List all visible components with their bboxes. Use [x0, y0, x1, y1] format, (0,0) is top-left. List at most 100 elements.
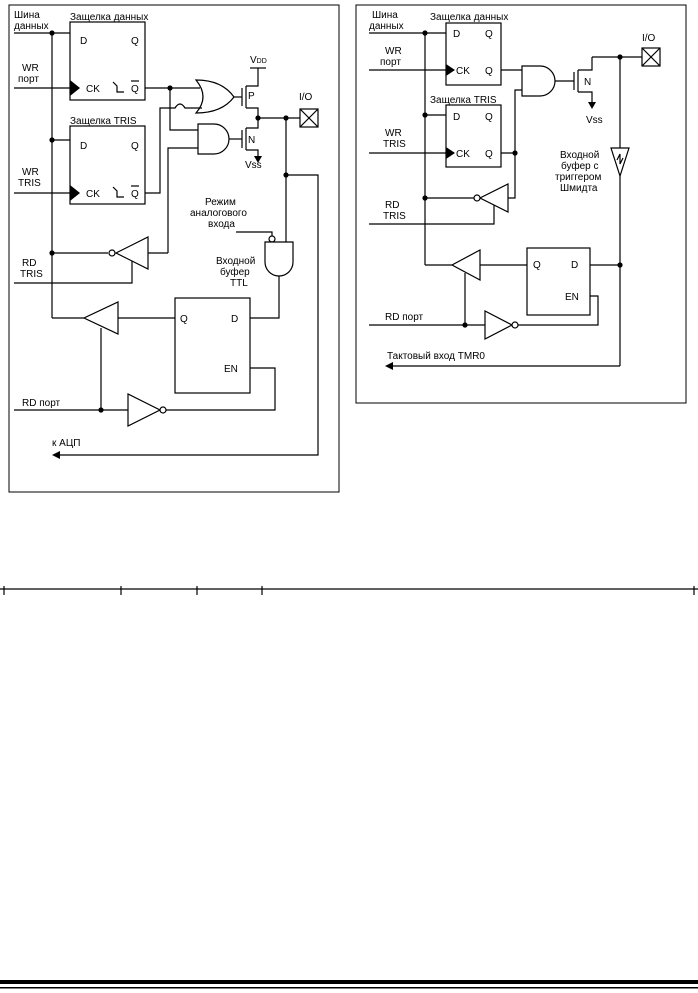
left-rd-tris-label-2: TRIS: [20, 269, 43, 280]
left-data-latch-edge-icon: [112, 81, 124, 93]
left-input-latch-d: D: [231, 314, 238, 325]
left-tris-latch-title: Защелка TRIS: [70, 116, 137, 127]
left-input-latch-q: Q: [180, 314, 188, 325]
left-pmos-drain: [246, 68, 259, 87]
right-tris-latch-q: Q: [485, 112, 493, 123]
left-tris-q-to-and: [167, 147, 198, 253]
left-analog-mode-label-3: входа: [208, 219, 235, 230]
left-tris-latch-qbar: Q: [131, 189, 139, 200]
left-rd-tris-bubble: [108, 249, 116, 257]
left-nmos-drain: [246, 118, 259, 129]
right-tris-latch-clock-triangle: [446, 147, 455, 159]
right-schmitt-label-1: Входной: [560, 150, 599, 161]
left-data-latch-d: D: [80, 36, 87, 47]
left-vdd-label: VDD: [250, 55, 267, 66]
right-data-latch-title: Защелка данных: [430, 12, 508, 23]
right-rd-tris-label-1: RD: [385, 200, 399, 211]
right-rd-port-inverter-bubble: [511, 321, 519, 329]
left-input-latch-en: EN: [224, 364, 238, 375]
right-rd-tris-enable-wire: [369, 205, 495, 225]
right-data-latch-d: D: [453, 29, 460, 40]
left-analog-mode-bubble: [268, 235, 276, 243]
right-data-latch-clock-triangle: [446, 64, 455, 76]
left-data-latch-q: Q: [131, 36, 139, 47]
right-tmr0-arrow-icon: [385, 362, 393, 370]
right-input-latch-d: D: [571, 260, 578, 271]
left-pmos-label: P: [248, 91, 255, 102]
left-tris-q-to-or: [145, 103, 202, 194]
right-data-bus-label-2: данных: [369, 21, 404, 32]
left-tris-latch-ck: CK: [86, 189, 100, 200]
right-input-latch: [526, 247, 591, 316]
right-tris-q-to-rd-tris: [508, 153, 516, 199]
left-rd-port-inverter: [127, 393, 162, 427]
right-rd-port-inverter: [484, 310, 514, 340]
left-qbar-to-and: [169, 88, 198, 131]
right-input-latch-q: Q: [533, 260, 541, 271]
left-nmos-source: [246, 149, 259, 158]
right-data-latch-q: Q: [485, 29, 493, 40]
left-data-latch-title: Защелка данных: [70, 12, 148, 23]
right-tris-latch-d: D: [453, 112, 460, 123]
right-wr-tris-label-1: WR: [385, 128, 402, 139]
right-nmos-source: [578, 91, 593, 104]
right-diagram: Шина данных Защелка данных Защелка TRIS …: [355, 4, 687, 404]
right-tris-q-to-and: [501, 89, 522, 154]
right-data-latch-ck: CK: [456, 66, 470, 77]
left-analog-mode-wire: [236, 231, 273, 236]
left-or-gate: [194, 79, 235, 114]
right-rd-tris-label-2: TRIS: [383, 211, 406, 222]
left-and-gate: [197, 123, 230, 155]
left-io-label: I/O: [299, 92, 313, 103]
right-vss-label: Vss: [586, 115, 603, 126]
right-io-label: I/O: [642, 33, 656, 44]
left-analog-mode-label-1: Режим: [205, 197, 236, 208]
left-tris-latch-d: D: [80, 141, 87, 152]
right-nmos-drain: [578, 57, 593, 71]
right-rd-tris-bubble: [473, 194, 481, 202]
right-and-gate: [521, 65, 556, 97]
left-data-latch-clock-triangle: [70, 80, 80, 96]
left-data-latch-ck: CK: [86, 84, 100, 95]
footer-rule-thin: [0, 987, 698, 989]
right-wr-port-label-2: порт: [380, 57, 401, 68]
left-bus-junction-2: [49, 137, 55, 143]
left-data-buffer: [82, 301, 119, 335]
left-frame: [8, 4, 340, 493]
right-schmitt-label-4: Шмидта: [560, 183, 598, 194]
right-input-latch-en: EN: [565, 292, 579, 303]
left-wr-port-label-2: порт: [18, 74, 39, 85]
left-data-bus-label-1: Шина: [14, 10, 40, 21]
right-tris-latch-q2: Q: [485, 149, 493, 160]
left-wr-tris-label-1: WR: [22, 167, 39, 178]
footer-rule-thick: [0, 980, 698, 984]
left-wr-port-label-1: WR: [22, 63, 39, 74]
right-tris-latch-title: Защелка TRIS: [430, 95, 497, 106]
left-rd-tris-enable-wire: [14, 261, 133, 284]
left-diagram: Шина данных Защелка данных Защелка TRIS …: [8, 4, 340, 493]
left-rd-port-to-en: [166, 367, 276, 411]
right-data-latch: [445, 22, 502, 86]
right-schmitt-symbol-icon: [616, 153, 624, 165]
left-vss-label: Vss: [245, 160, 262, 171]
left-to-adc-label: к АЦП: [52, 438, 80, 449]
right-vss-arrow-icon: [588, 102, 596, 109]
left-ttl-to-data-d: [250, 276, 280, 319]
right-tris-latch-ck: CK: [456, 149, 470, 160]
left-tris-latch-q: Q: [131, 141, 139, 152]
left-ttl-buffer-label-1: Входной: [216, 256, 255, 267]
left-vss-arrow-icon: [254, 156, 262, 163]
right-data-bus-label-1: Шина: [372, 10, 398, 21]
right-schmitt-label-3: триггером: [555, 172, 601, 183]
left-tris-latch: [69, 125, 146, 205]
right-schmitt-label-2: буфер с: [561, 160, 599, 172]
page-rules: [0, 586, 698, 989]
left-pmos-source: [246, 107, 259, 118]
right-rd-port-label: RD порт: [385, 312, 424, 323]
right-tmr0-label: Тактовый вход TMR0: [387, 351, 485, 362]
left-data-latch-qbar: Q: [131, 84, 139, 95]
left-io-pad-cross-2: [299, 108, 319, 128]
left-data-bus-label-2: данных: [14, 21, 49, 32]
left-analog-mode-label-2: аналогового: [190, 208, 247, 219]
